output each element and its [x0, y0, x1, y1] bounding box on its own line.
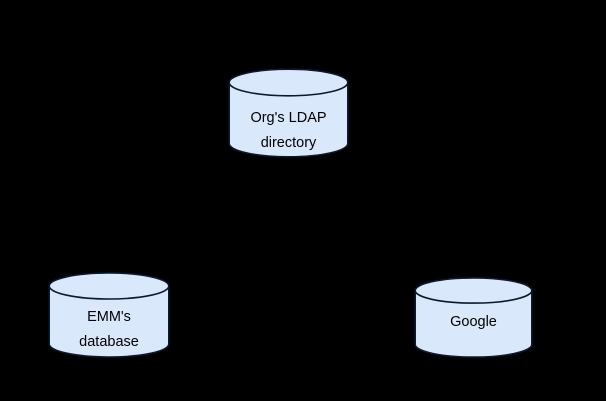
cylinder-shape-icon: [228, 68, 349, 158]
cylinder-shape-icon: [48, 272, 170, 358]
database-node-google[interactable]: Google: [414, 277, 533, 358]
cylinder-shape-icon: [414, 277, 533, 358]
database-node-org-ldap-directory[interactable]: Org's LDAP directory: [228, 68, 349, 158]
database-node-emm-database[interactable]: EMM's database: [48, 272, 170, 358]
